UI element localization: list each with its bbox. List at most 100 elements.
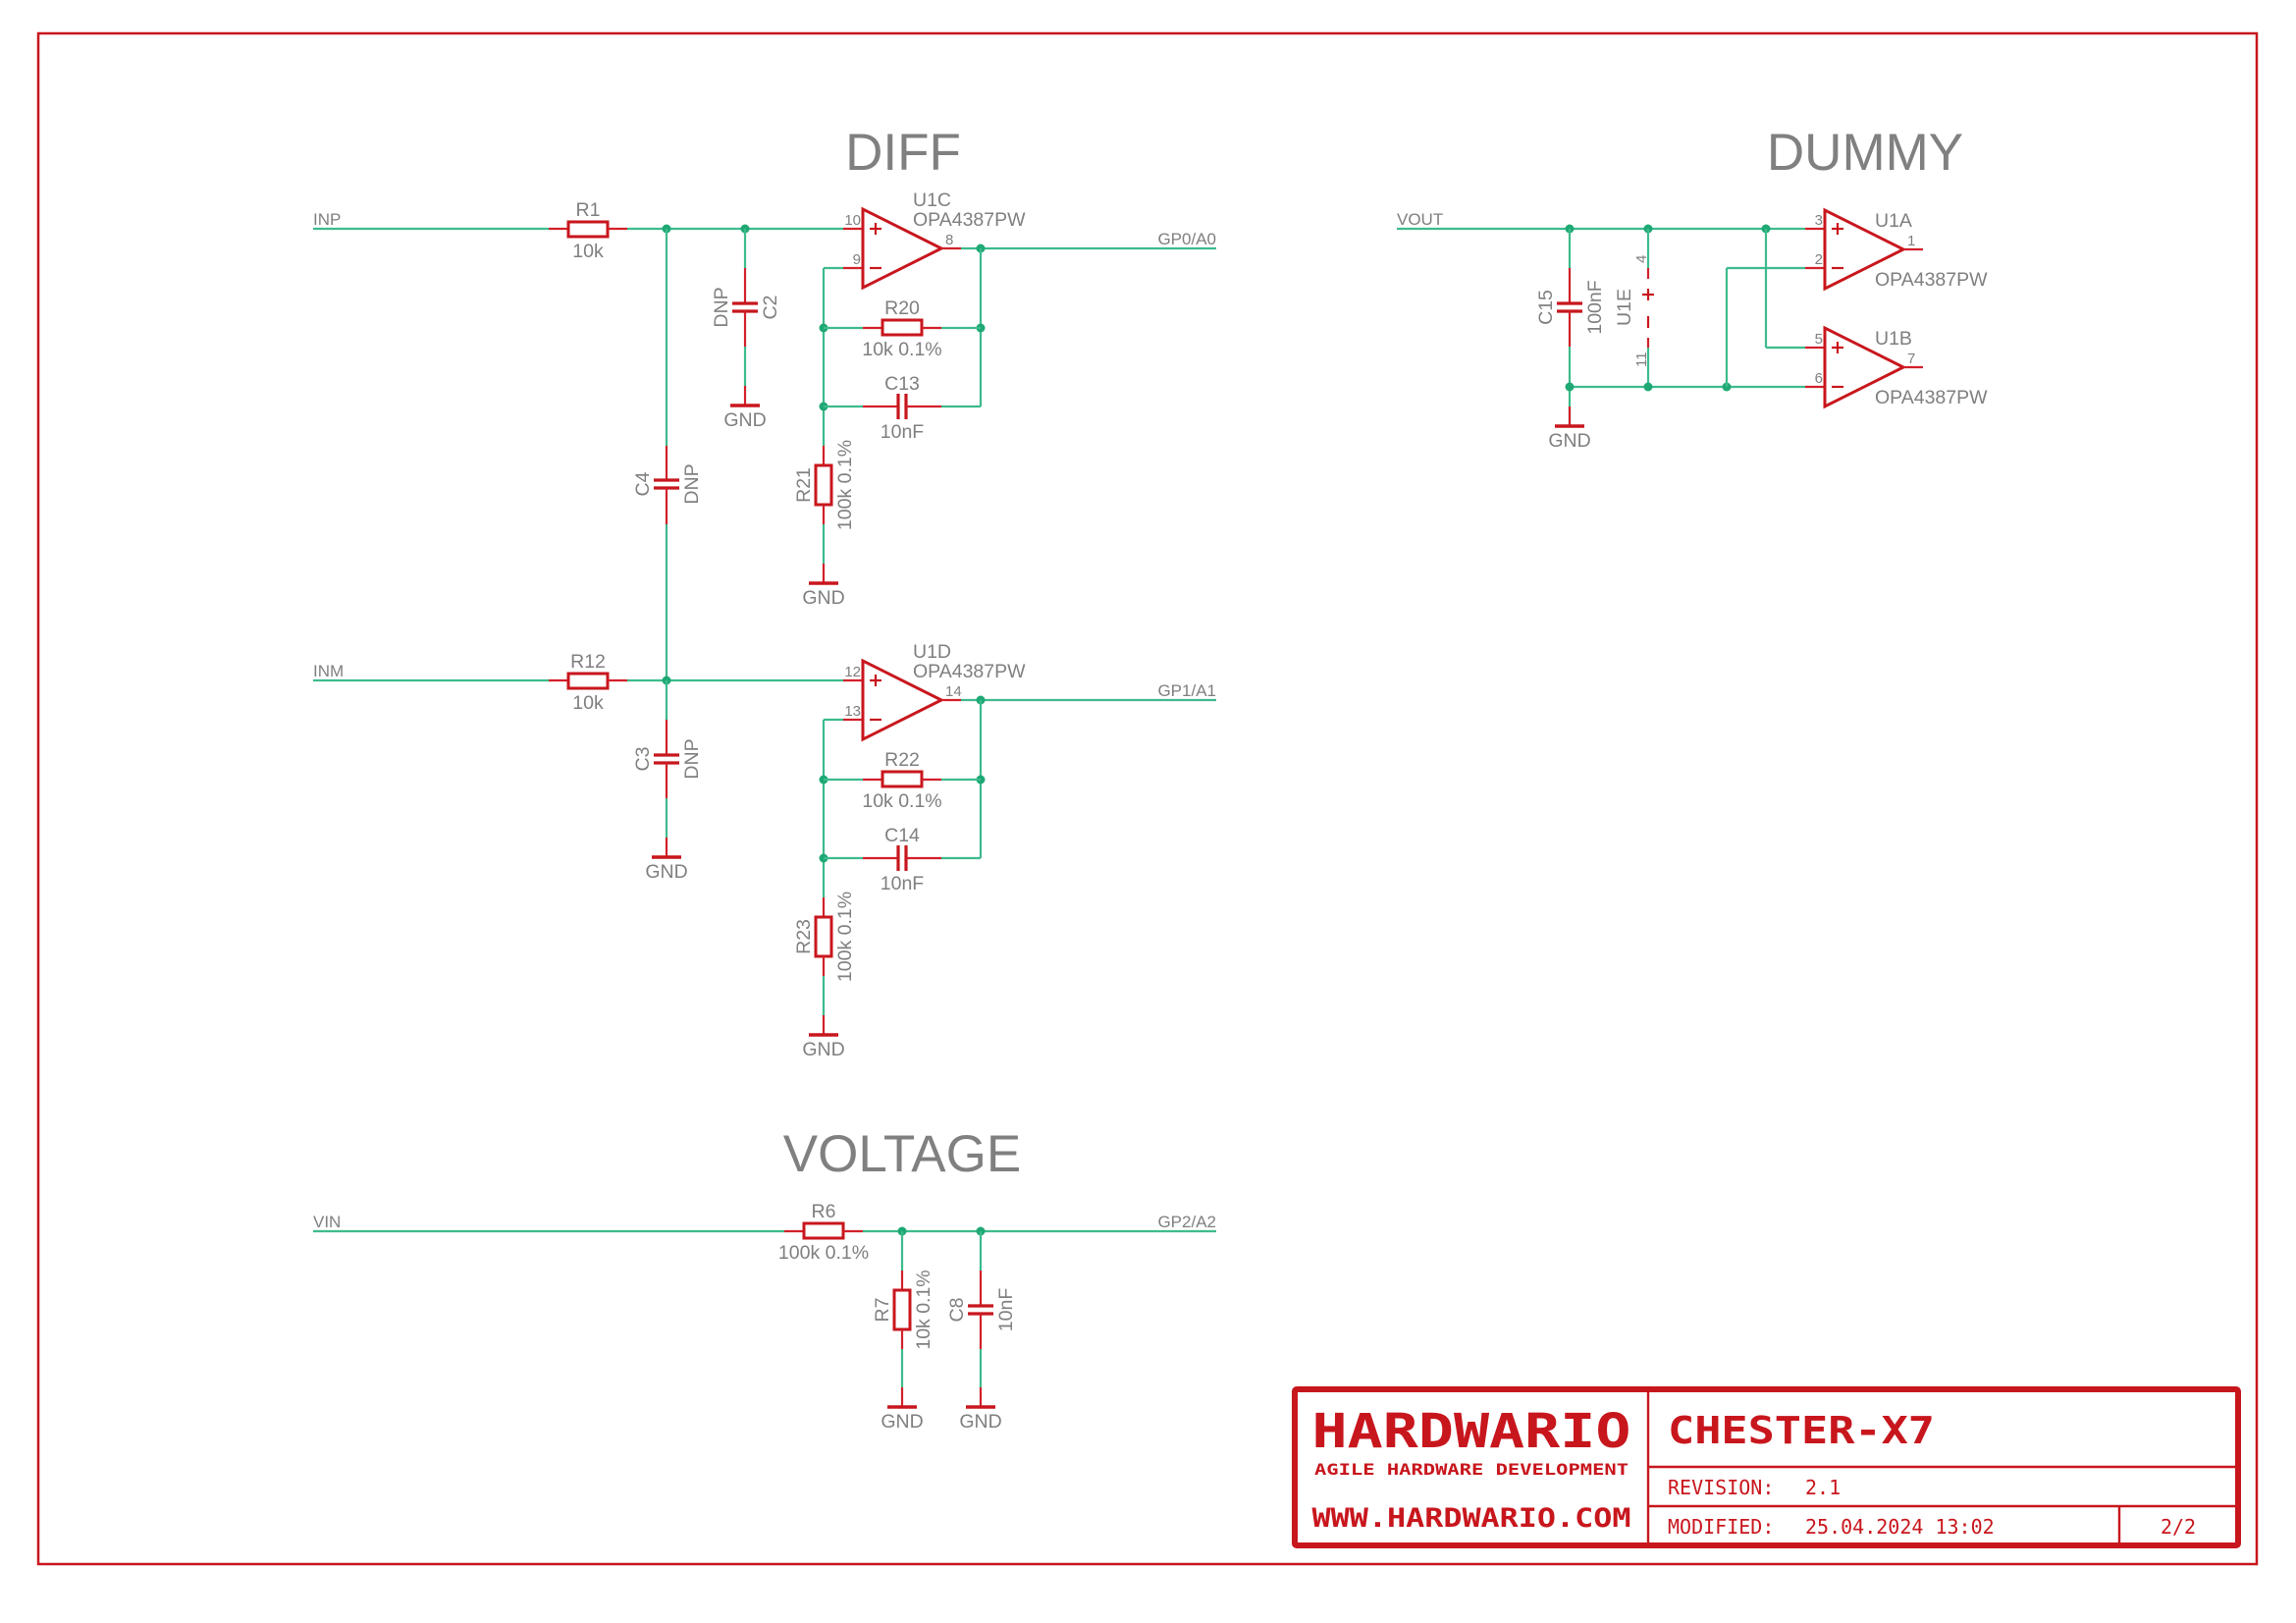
pin-number: 12 [844,664,861,680]
c4-value: DNP [681,463,703,504]
c14-ref: C14 [884,825,920,846]
pin-number: 9 [853,251,861,268]
c13-ref: C13 [884,373,920,395]
resistor-r7[interactable] [892,1271,912,1349]
c2-value: DNP [711,287,732,327]
voltage-section: VIN R6 100k 0.1% GP2/A2 R7 10k 0.1% GND [313,1201,1216,1433]
r7-value: 10k 0.1% [913,1270,934,1349]
opamp-u1d[interactable] [843,658,961,742]
r21-ref: R21 [793,467,815,503]
capacitor-c13[interactable] [863,394,941,419]
gnd-label: GND [1548,430,1590,452]
r6-ref: R6 [812,1201,836,1222]
c15-ref: C15 [1535,290,1557,325]
net-label-gp2: GP2/A2 [1157,1213,1216,1231]
sheet-frame [36,31,2259,1566]
capacitor-c4[interactable] [654,446,679,524]
pin-number: 7 [1907,351,1915,367]
pin-number: 3 [1815,212,1823,229]
diff-channel-inm: INM R12 10k C3 DNP GND [313,641,1216,1060]
r23-value: 100k 0.1% [834,892,856,982]
resistor-r23[interactable] [814,897,833,976]
capacitor-c2[interactable] [732,268,758,347]
section-heading-diff: DIFF [845,124,961,182]
r21-value: 100k 0.1% [834,440,856,530]
capacitor-c14[interactable] [863,845,941,871]
net-label-gp0: GP0/A0 [1157,230,1216,248]
opamp-u1a[interactable] [1805,207,1923,292]
u1b-part: OPA4387PW [1875,387,1988,408]
net-label-vout: VOUT [1397,210,1443,229]
gnd-symbol [1555,406,1584,428]
r12-ref: R12 [570,651,606,673]
company-tagline: AGILE HARDWARE DEVELOPMENT [1314,1460,1629,1479]
c13-value: 10nF [881,421,925,443]
resistor-r1[interactable] [549,220,627,239]
u1d-ref: U1D [913,641,951,663]
pin-number: 8 [945,232,953,248]
u1e-ref: U1E [1614,289,1635,326]
net-label-inm: INM [313,662,344,680]
pin-number: 2 [1815,251,1823,268]
junction-dot [1643,382,1653,392]
pin-number: 4 [1633,255,1650,263]
resistor-r6[interactable] [784,1221,863,1240]
r22-ref: R22 [884,749,920,771]
gnd-symbol [652,838,681,859]
gnd-symbol [730,386,760,407]
c8-value: 10nF [995,1288,1017,1332]
u1a-part: OPA4387PW [1875,269,1988,291]
u1c-ref: U1C [913,189,951,211]
r23-ref: R23 [793,919,815,954]
c2-ref: C2 [760,296,781,320]
capacitor-c3[interactable] [654,720,679,798]
c8-ref: C8 [946,1298,968,1323]
r6-value: 100k 0.1% [778,1242,869,1264]
gnd-symbol [887,1387,917,1409]
section-heading-dummy: DUMMY [1767,124,1963,182]
resistor-r12[interactable] [549,672,627,690]
opamp-power-u1e[interactable] [1642,268,1654,348]
gnd-label: GND [645,861,687,883]
net-label-gp1: GP1/A1 [1157,681,1216,700]
gnd-label: GND [802,1039,844,1060]
revision-label: REVISION: [1668,1476,1774,1499]
page-number: 2/2 [2161,1515,2196,1539]
pin-number: 11 [1633,352,1650,367]
pin-number: 1 [1907,233,1915,249]
u1c-part: OPA4387PW [913,209,1026,231]
gnd-symbol [966,1387,995,1409]
r7-ref: R7 [872,1298,893,1323]
section-heading-voltage: VOLTAGE [783,1125,1022,1183]
resistor-r20[interactable] [863,318,941,337]
u1a-ref: U1A [1875,210,1912,232]
r1-ref: R1 [576,199,601,221]
c3-ref: C3 [632,747,654,772]
resistor-r22[interactable] [863,770,941,788]
opamp-u1b[interactable] [1805,325,1923,409]
r20-ref: R20 [884,298,920,319]
gnd-label: GND [959,1411,1001,1433]
modified-label: MODIFIED: [1668,1515,1774,1539]
opamp-u1c[interactable] [843,206,961,291]
capacitor-c15[interactable] [1557,268,1582,347]
pin-number: 13 [844,703,861,720]
dummy-section: VOUT C15 100nF 4 11 U1E [1397,207,1988,452]
project-name: CHESTER-X7 [1668,1409,1935,1452]
r12-value: 10k [572,692,604,714]
net-label-vin: VIN [313,1213,341,1231]
c15-value: 100nF [1584,280,1606,334]
revision-value: 2.1 [1805,1476,1841,1499]
gnd-symbol [809,564,838,585]
title-block: HARDWARIO AGILE HARDWARE DEVELOPMENT WWW… [1292,1386,2241,1548]
pin-number: 14 [945,683,962,700]
resistor-r21[interactable] [814,446,833,524]
r22-value: 10k 0.1% [862,790,941,812]
gnd-label: GND [881,1411,923,1433]
capacitor-c8[interactable] [968,1271,993,1349]
gnd-label: GND [802,587,844,609]
pin-number: 6 [1815,370,1823,387]
company-logo: HARDWARIO [1312,1404,1631,1459]
r1-value: 10k [572,241,604,262]
